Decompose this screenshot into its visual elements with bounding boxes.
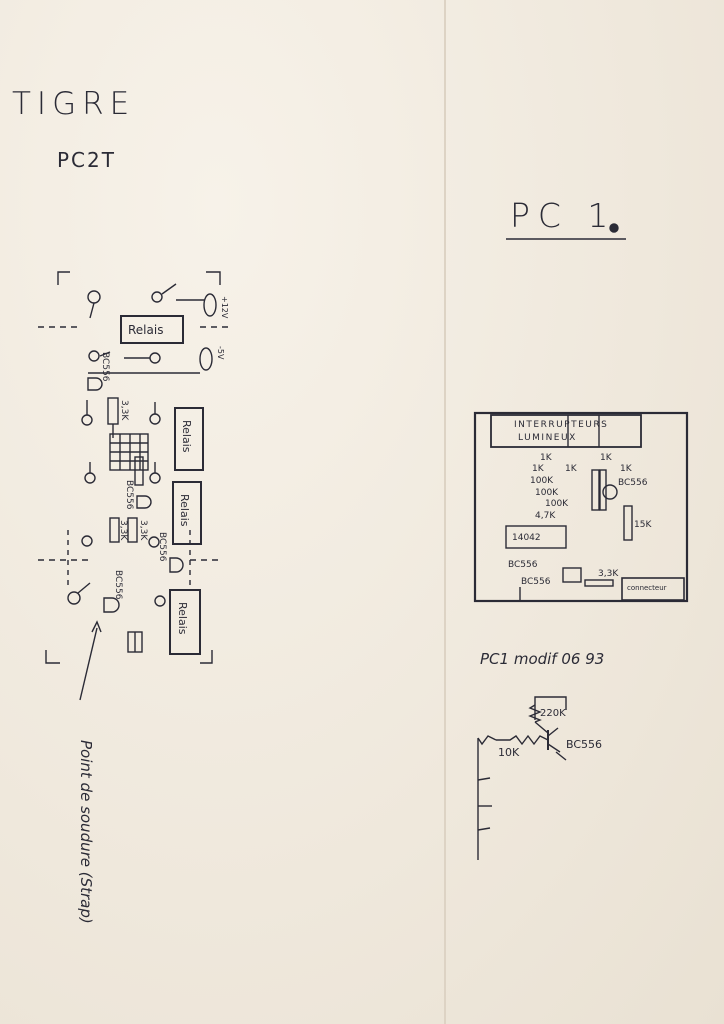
modif-note: PC1 modif 06 93 xyxy=(480,650,605,668)
pc1-component: 1K xyxy=(565,464,578,474)
pc1-header-label: INTERRUPTEURS xyxy=(514,420,608,430)
transistor-label: BC556 xyxy=(100,352,110,382)
solder-pad-icon xyxy=(148,536,160,548)
pc1-component: 1K xyxy=(620,464,633,474)
page-fold-line xyxy=(444,0,446,1024)
pc1-component: BC556 xyxy=(508,560,538,570)
crop-mark-icon xyxy=(200,650,213,664)
crop-mark-icon xyxy=(206,271,221,285)
pc1-header-label: LUMINEUX xyxy=(518,433,577,443)
transistor-label: BC556 xyxy=(113,570,123,600)
resistor-icon xyxy=(623,505,633,541)
resistor-icon xyxy=(109,517,120,543)
solder-pad-icon xyxy=(149,472,161,484)
solder-pad-icon xyxy=(149,352,161,364)
solder-pad-icon xyxy=(81,535,93,547)
pc1-component: 3,3K xyxy=(598,569,619,579)
relay-1 xyxy=(120,315,184,344)
crop-mark-icon xyxy=(45,650,60,664)
solder-pad-icon xyxy=(84,472,96,484)
transistor-icon xyxy=(87,377,103,391)
pc1-component: 100K xyxy=(530,476,554,486)
resistor-label: 3,3K xyxy=(119,400,129,421)
pc1-component: BC556 xyxy=(521,577,551,587)
relay-label: Relais xyxy=(176,602,189,635)
capacitor-icon xyxy=(203,293,217,317)
resistor-label: 3,3K xyxy=(138,520,148,541)
solder-pad-icon xyxy=(87,290,101,304)
pc1-ic-14042 xyxy=(505,525,567,549)
pc1-component: 100K xyxy=(535,488,559,498)
solder-pad-icon xyxy=(151,291,163,303)
relay-label: Relais xyxy=(128,323,163,337)
pc1-component: 14042 xyxy=(512,533,541,543)
transistor-icon xyxy=(169,557,184,573)
modif-transistor-label: BC556 xyxy=(566,738,602,751)
transistor-label: BC556 xyxy=(157,532,167,562)
resistor-icon xyxy=(134,456,144,486)
relay-label: Relais xyxy=(180,420,193,453)
pc1-header-box xyxy=(490,414,642,448)
resistor-icon xyxy=(591,469,600,511)
relay-label: Relais xyxy=(178,494,191,527)
pc1-connector-label: connecteur xyxy=(627,584,667,592)
resistor-label: 3,3K xyxy=(118,520,128,541)
solder-pad-icon xyxy=(88,350,100,362)
relay-4 xyxy=(169,589,201,655)
modif-wire xyxy=(534,696,567,720)
resistor-icon xyxy=(107,397,119,425)
solder-pad-icon xyxy=(81,414,93,426)
board-pc2t-label: PC2T xyxy=(57,148,116,172)
solder-pad-icon xyxy=(67,591,81,605)
side-note: -5V xyxy=(216,346,225,360)
solder-pad-icon xyxy=(154,595,166,607)
transistor-icon xyxy=(136,495,152,509)
relay-3 xyxy=(172,481,202,545)
pc1-component: 100K xyxy=(545,499,569,509)
pc1-connector xyxy=(621,577,685,601)
pc1-component: 1K xyxy=(532,464,545,474)
pc1-component: 4,7K xyxy=(535,511,556,521)
pc1-transistor-icon xyxy=(602,484,618,500)
resistor-icon xyxy=(599,469,607,511)
resistor-220k-icon xyxy=(528,704,542,723)
modif-r10k-label: 10K xyxy=(498,746,520,759)
resistor-10k-icon xyxy=(496,734,549,746)
modif-r220k-label: 220K xyxy=(540,708,566,719)
pc1-component: 1K xyxy=(600,453,613,463)
pc1-component: 1K xyxy=(540,453,553,463)
side-note: +12V xyxy=(220,296,229,319)
relay-2 xyxy=(174,407,204,471)
crop-mark-icon xyxy=(57,271,70,285)
resistor-icon xyxy=(127,517,138,543)
pc1-board xyxy=(473,411,689,603)
pc1-mark-icon xyxy=(609,223,619,233)
transistor-label: BC556 xyxy=(124,480,134,510)
board-pc1-label: PC 1 xyxy=(510,196,617,235)
sheet-title: TIGRE xyxy=(12,86,136,122)
pc1-component: 15K xyxy=(634,520,652,530)
transistor-icon xyxy=(103,597,120,613)
capacitor-icon xyxy=(199,347,213,371)
pc1-component: BC556 xyxy=(618,478,648,488)
solder-pad-icon xyxy=(149,413,161,425)
